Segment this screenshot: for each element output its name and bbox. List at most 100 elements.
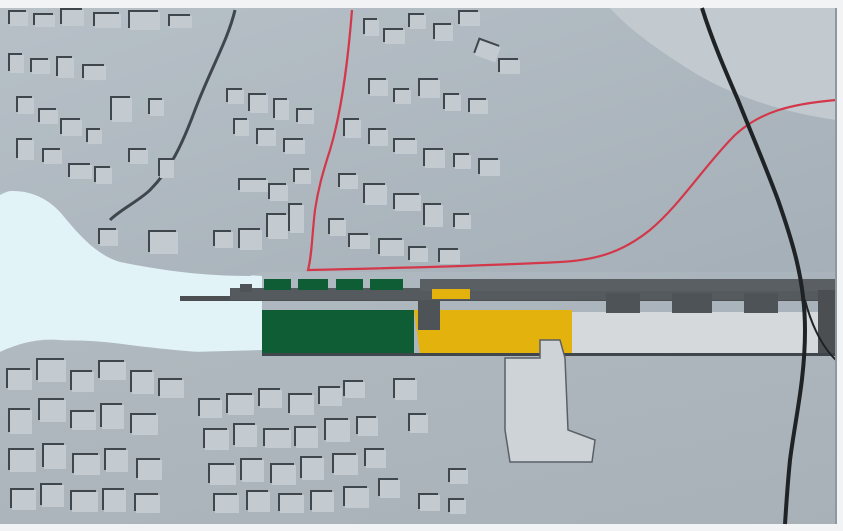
building-block: [425, 205, 443, 227]
building-block: [260, 390, 282, 408]
building-block: [370, 80, 388, 96]
building-block: [96, 168, 112, 184]
building-block: [258, 130, 276, 146]
upper-building-blocks: [8, 8, 520, 264]
building-block: [295, 170, 311, 184]
building-block: [420, 80, 440, 98]
building-block: [44, 150, 62, 164]
building-block: [42, 485, 64, 507]
lower-building-blocks: [6, 358, 468, 514]
building-block: [455, 215, 471, 229]
building-block: [440, 250, 460, 264]
building-block: [170, 16, 192, 28]
yellow-zone: [414, 310, 572, 354]
building-block: [44, 445, 66, 469]
building-block: [395, 90, 411, 104]
building-block: [40, 400, 66, 422]
building-block: [210, 465, 236, 485]
green-block: [298, 279, 328, 290]
lower-central-plot: [504, 339, 596, 463]
building-block: [215, 495, 239, 513]
building-block: [235, 425, 257, 447]
corridor-blocks: [240, 284, 778, 330]
light-plot-edge: [818, 290, 836, 354]
building-block: [8, 370, 32, 390]
building-block: [132, 415, 158, 435]
corridor-block: [240, 284, 252, 292]
building-block: [285, 140, 305, 154]
building-block: [275, 100, 289, 120]
building-block: [350, 235, 370, 249]
building-block: [365, 185, 387, 205]
building-block: [280, 495, 304, 513]
building-block: [320, 388, 342, 406]
building-block: [136, 495, 160, 513]
dark-strip-upper: [420, 279, 836, 291]
building-block: [450, 470, 468, 484]
building-block: [62, 10, 84, 26]
building-block: [312, 492, 334, 512]
building-block: [334, 455, 358, 475]
building-block: [10, 450, 36, 472]
building-block: [72, 372, 94, 392]
building-block: [112, 98, 132, 122]
green-block: [370, 279, 403, 290]
black-line: [700, 7, 808, 525]
building-block: [290, 205, 304, 233]
building-block: [410, 248, 428, 262]
green-block: [336, 279, 363, 290]
building-block: [270, 185, 288, 201]
building-block: [290, 395, 314, 415]
building-block: [95, 14, 121, 28]
black-line-branch: [804, 299, 837, 361]
building-block: [326, 420, 350, 442]
building-block: [345, 120, 361, 138]
building-block: [150, 232, 178, 254]
building-block: [12, 490, 36, 510]
building-block: [10, 12, 28, 26]
building-block: [58, 58, 74, 78]
building-block: [240, 230, 262, 250]
building-block: [480, 160, 500, 176]
corridor-block: [744, 293, 778, 313]
building-block: [366, 450, 386, 468]
yellow-block: [432, 289, 470, 299]
building-block: [250, 95, 268, 113]
building-block: [410, 15, 426, 29]
building-block: [345, 382, 365, 398]
building-block: [130, 150, 148, 164]
building-block: [100, 362, 126, 380]
building-block: [215, 232, 233, 248]
building-block: [228, 395, 254, 415]
building-block: [38, 360, 66, 382]
building-block: [84, 66, 106, 80]
building-block: [302, 458, 324, 480]
building-block: [380, 480, 400, 498]
building-block: [10, 410, 32, 434]
building-block: [72, 412, 96, 430]
building-block: [132, 372, 154, 394]
building-block: [62, 120, 82, 136]
building-block: [470, 100, 488, 114]
building-block: [104, 490, 126, 512]
building-block: [474, 39, 501, 63]
building-block: [298, 110, 314, 124]
building-block: [370, 130, 388, 146]
building-block: [242, 460, 264, 482]
building-block: [72, 492, 98, 512]
building-block: [340, 175, 358, 189]
upper-crack: [108, 9, 237, 222]
building-block: [35, 15, 55, 27]
building-block: [32, 60, 50, 74]
corridor-block: [418, 300, 440, 330]
building-block: [18, 98, 34, 114]
building-block: [18, 140, 34, 160]
building-block: [40, 110, 58, 124]
building-block: [240, 180, 268, 192]
building-block: [460, 12, 480, 26]
building-block: [425, 150, 445, 168]
building-block: [70, 165, 92, 179]
building-block: [160, 160, 174, 178]
building-block: [365, 20, 379, 36]
